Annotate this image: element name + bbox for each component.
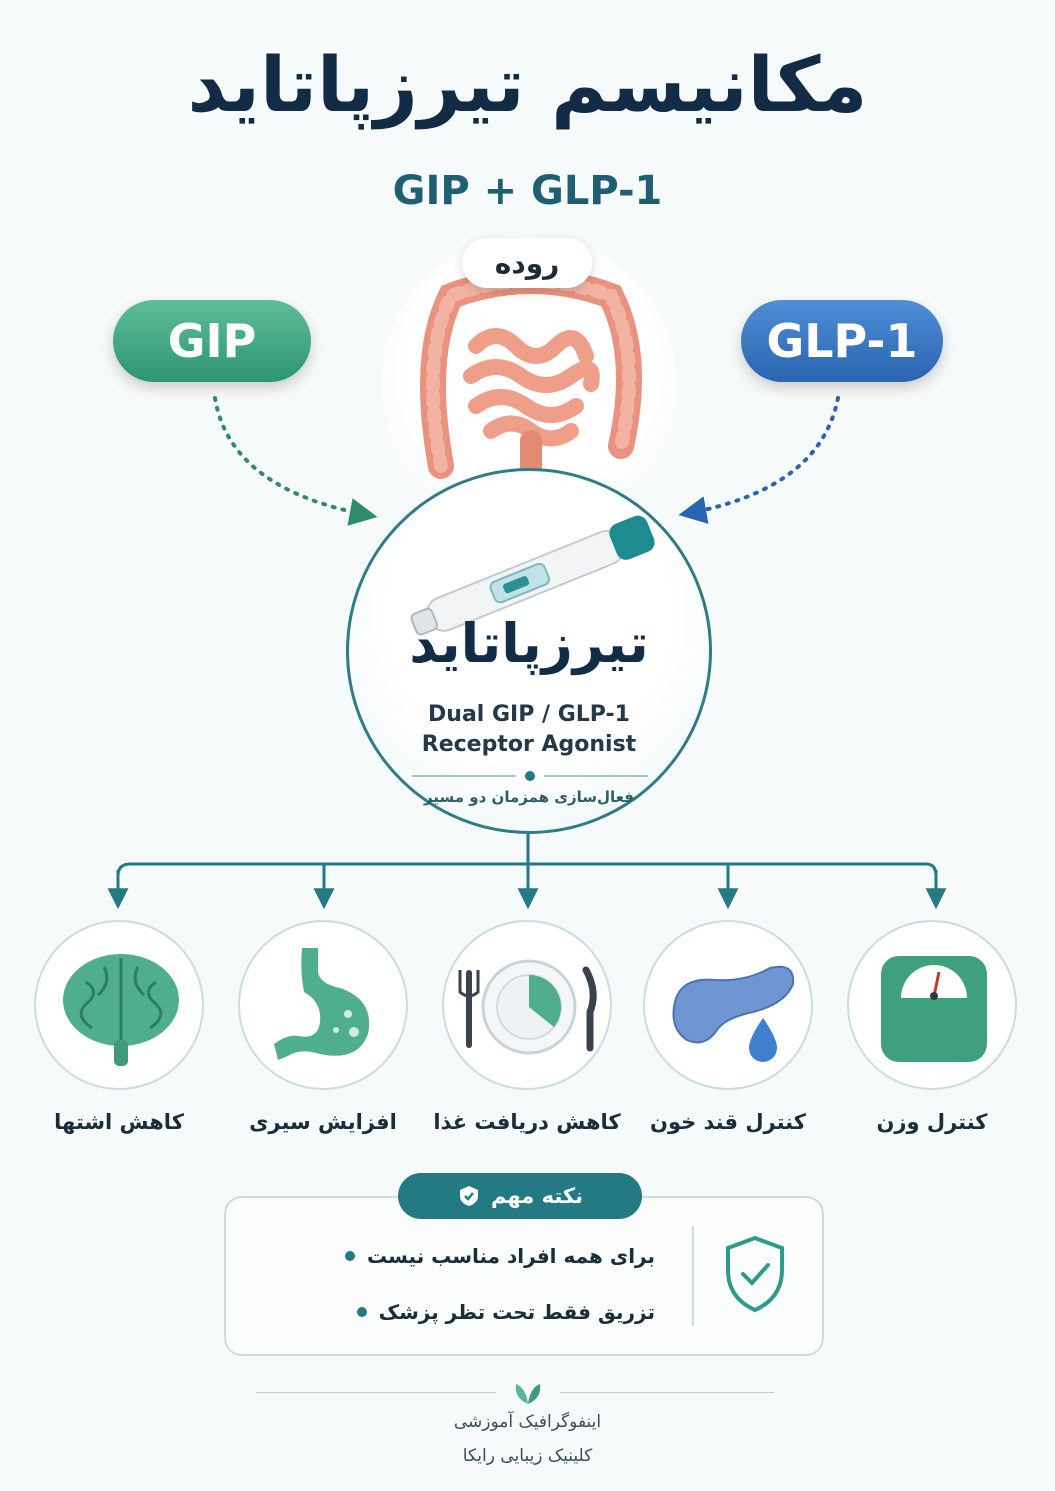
scale-icon bbox=[881, 956, 987, 1062]
note-item-1: برای همه افراد مناسب نیست bbox=[345, 1244, 655, 1268]
activation-caption: فعال‌سازی همزمان دو مسیر bbox=[424, 788, 634, 806]
bullet-icon bbox=[345, 1251, 355, 1261]
gip-arrow bbox=[213, 396, 378, 526]
footer-line-2: کلینیک زیبایی رایکا bbox=[462, 1446, 593, 1466]
benefit-blood-sugar-circle bbox=[643, 920, 813, 1090]
important-note-title: نکته مهم bbox=[398, 1173, 642, 1219]
shield-check-large-icon bbox=[726, 1235, 784, 1313]
gip-pill: GIP bbox=[113, 300, 311, 382]
glp-arrow bbox=[678, 396, 840, 524]
stomach-icon bbox=[274, 948, 370, 1060]
note-item-2-text: تزریق فقط تحت تظر پزشک bbox=[378, 1300, 655, 1324]
footer-line-left bbox=[256, 1392, 496, 1393]
bullet-icon bbox=[356, 1307, 367, 1317]
gut-label: روده bbox=[462, 238, 592, 288]
note-divider bbox=[692, 1226, 694, 1326]
benefit-label-appetite: کاهش اشتها bbox=[54, 1110, 184, 1134]
shield-check-icon bbox=[459, 1186, 478, 1206]
benefit-weight-circle bbox=[847, 920, 1017, 1090]
note-item-1-text: برای همه افراد مناسب نیست bbox=[367, 1244, 655, 1268]
tree-branch bbox=[116, 862, 131, 900]
footer-line-1: اینفوگرافیک آموزشی bbox=[453, 1412, 602, 1432]
benefit-label-weight: کنترل وزن bbox=[876, 1110, 988, 1134]
page-subtitle: GIP + GLP-1 bbox=[392, 168, 663, 214]
note-title-text: نکته مهم bbox=[490, 1184, 584, 1208]
benefit-label-food-intake: کاهش دریافت غذا bbox=[433, 1110, 621, 1134]
important-note-box bbox=[224, 1196, 824, 1356]
mechanism-line-1: Dual GIP / GLP-1 bbox=[428, 702, 630, 727]
plate-icon bbox=[458, 959, 597, 1055]
benefit-label-satiety: افزایش سیری bbox=[249, 1110, 397, 1134]
leaf-icon bbox=[515, 1384, 541, 1404]
footer-line-right bbox=[560, 1392, 774, 1393]
glp1-pill: GLP-1 bbox=[741, 300, 943, 382]
mechanism-line-2: Receptor Agonist bbox=[421, 732, 637, 757]
center-divider bbox=[412, 771, 648, 781]
drug-name: تیرزپاتاید bbox=[409, 612, 649, 675]
pancreas-icon bbox=[672, 965, 795, 1062]
benefit-satiety-circle bbox=[238, 920, 408, 1090]
brain-icon bbox=[63, 954, 179, 1066]
benefit-label-blood-sugar: کنترل قند خون bbox=[650, 1110, 806, 1134]
note-item-2: تزریق فقط تحت تظر پزشک bbox=[356, 1300, 655, 1324]
injection-pen-icon bbox=[410, 515, 655, 636]
benefit-food-intake-circle bbox=[442, 920, 612, 1090]
benefit-appetite-circle bbox=[34, 920, 204, 1090]
page-title: مکانیسم تیرزپاتاید bbox=[187, 40, 869, 129]
